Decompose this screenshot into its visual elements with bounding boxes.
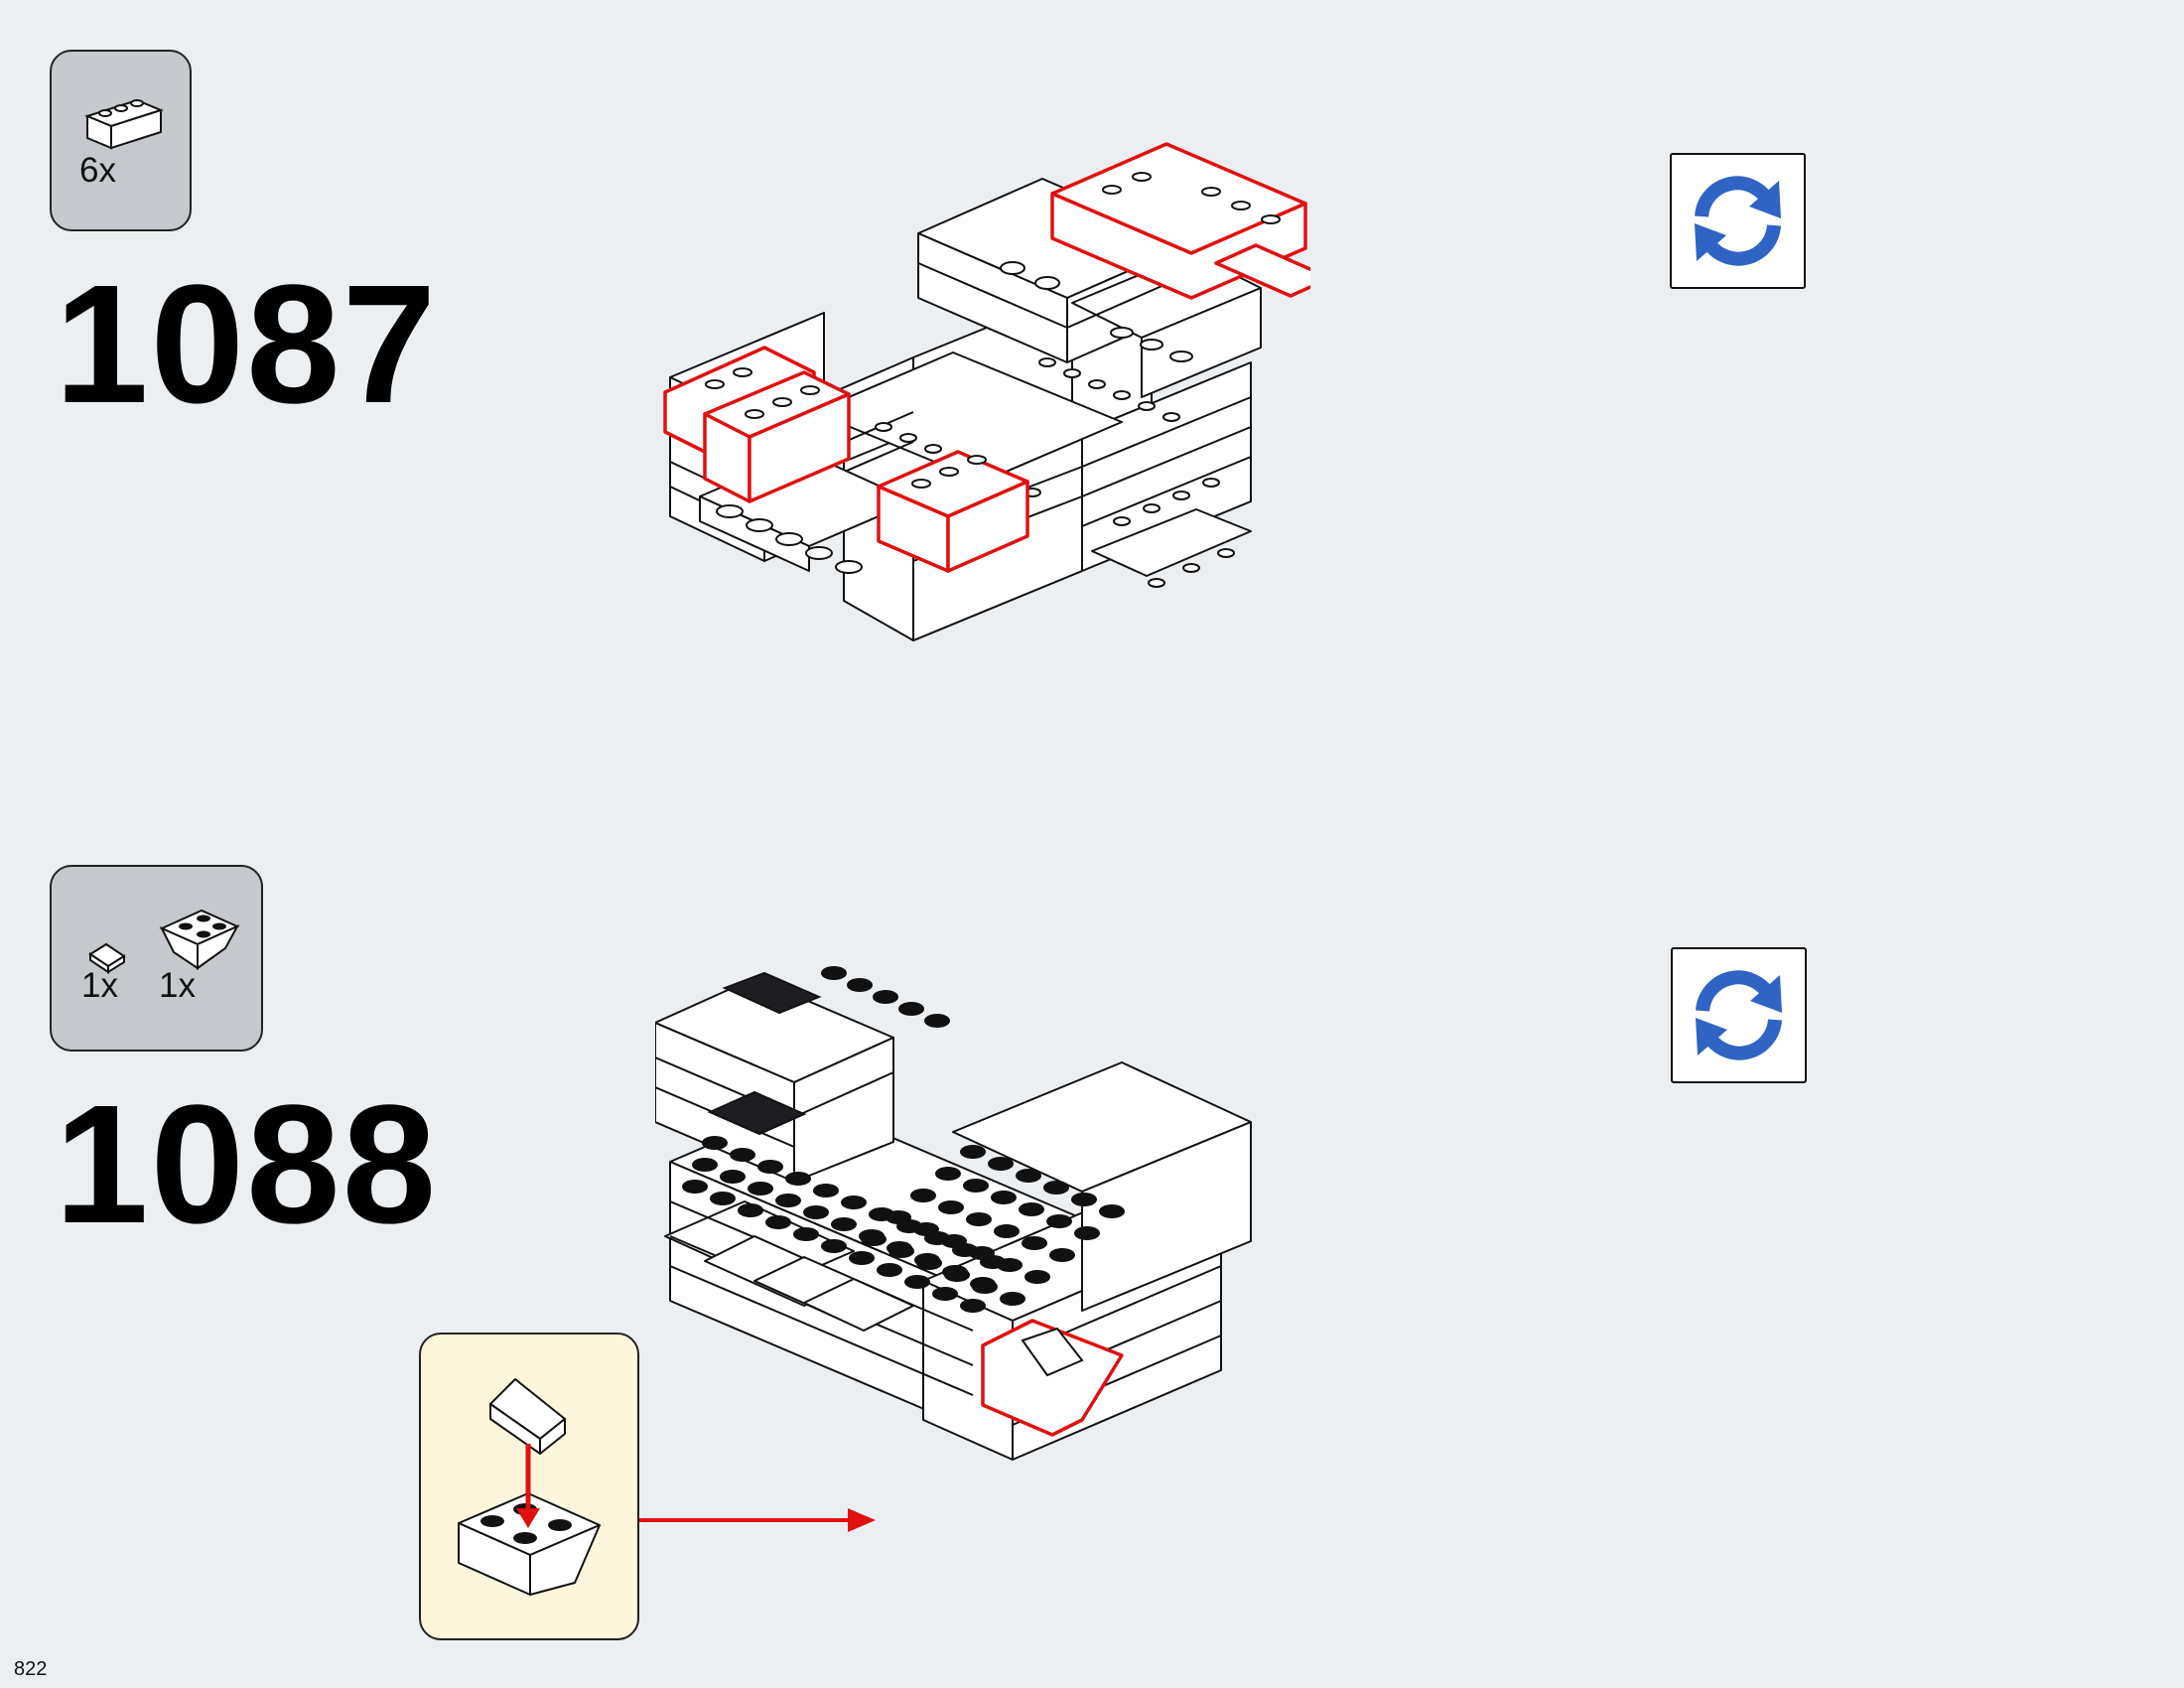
stud (916, 1256, 942, 1270)
stud (873, 990, 898, 1004)
rotate-arrows-icon (1696, 970, 1782, 1060)
step-number: 1087 (55, 250, 439, 439)
stud (821, 966, 847, 980)
stud (1099, 1204, 1125, 1218)
stud-grid (682, 966, 1125, 1313)
stud (935, 1167, 961, 1181)
stud (1043, 1181, 1069, 1195)
stud (720, 1170, 746, 1184)
stud (932, 1287, 958, 1301)
stud (898, 1002, 924, 1016)
stud (738, 1203, 763, 1217)
stud (757, 1160, 783, 1174)
stud (966, 1212, 992, 1226)
stud (938, 1200, 964, 1214)
inverted-slope-2x2-icon (159, 909, 240, 970)
stud (785, 1172, 811, 1186)
stud (924, 1014, 950, 1028)
rotate-indicator (1670, 153, 1806, 289)
subassembly-callout (419, 1333, 639, 1640)
stud (1046, 1214, 1072, 1228)
stud (913, 1222, 939, 1236)
part-qty: 6x (79, 151, 116, 190)
rotate-arrows-icon (1695, 176, 1781, 266)
stud (997, 1258, 1023, 1272)
stud (849, 1251, 875, 1265)
stud (910, 1189, 936, 1202)
stud (813, 1184, 839, 1197)
stud (748, 1182, 773, 1196)
stud (841, 1196, 867, 1209)
stud (702, 1136, 728, 1150)
step-1088: 1x 1x 1088 (0, 824, 2184, 1648)
stud (793, 1227, 819, 1241)
stud (1000, 1292, 1025, 1306)
stud (877, 1263, 902, 1277)
stud (944, 1268, 970, 1282)
stud (988, 1157, 1014, 1171)
stud (1049, 1248, 1075, 1262)
stud (1074, 1226, 1100, 1240)
stud (861, 1232, 887, 1246)
model-assembly-1087 (663, 142, 1310, 641)
stud (821, 1239, 847, 1253)
stud (991, 1191, 1017, 1204)
stud (960, 1145, 986, 1159)
stud (886, 1210, 911, 1224)
stud (941, 1234, 967, 1248)
stud (1024, 1270, 1050, 1284)
stud (775, 1194, 801, 1207)
stud (888, 1244, 914, 1258)
page-number: 822 (14, 1658, 48, 1680)
stud (692, 1158, 718, 1172)
brick-1x3-icon (84, 98, 164, 150)
model-assembly-1088 (655, 966, 1252, 1461)
slope-1x1-icon (88, 942, 126, 974)
stud (730, 1148, 755, 1162)
step-1087: 6x 1087 (0, 0, 2184, 824)
rotate-indicator (1671, 947, 1807, 1083)
stud (969, 1246, 995, 1260)
stud (1022, 1236, 1047, 1250)
stud (963, 1179, 989, 1193)
stud (803, 1205, 829, 1219)
parts-callout: 1x 1x (50, 865, 263, 1052)
stud (960, 1299, 986, 1313)
part-qty: 1x (159, 966, 196, 1005)
callout-pointer-arrow (639, 1508, 876, 1532)
stud (682, 1180, 708, 1194)
stud (765, 1215, 791, 1229)
stud (847, 978, 873, 992)
stud (1019, 1202, 1044, 1216)
subassembly-diagram (458, 1378, 601, 1596)
step-number: 1088 (55, 1070, 439, 1259)
stud (1016, 1169, 1041, 1183)
stud (710, 1192, 736, 1205)
stud (831, 1217, 857, 1231)
stud (994, 1224, 1020, 1238)
parts-callout: 6x (50, 50, 192, 231)
stud (904, 1275, 930, 1289)
stud (1071, 1193, 1097, 1206)
part-qty: 1x (81, 966, 118, 1005)
stud (972, 1280, 998, 1294)
